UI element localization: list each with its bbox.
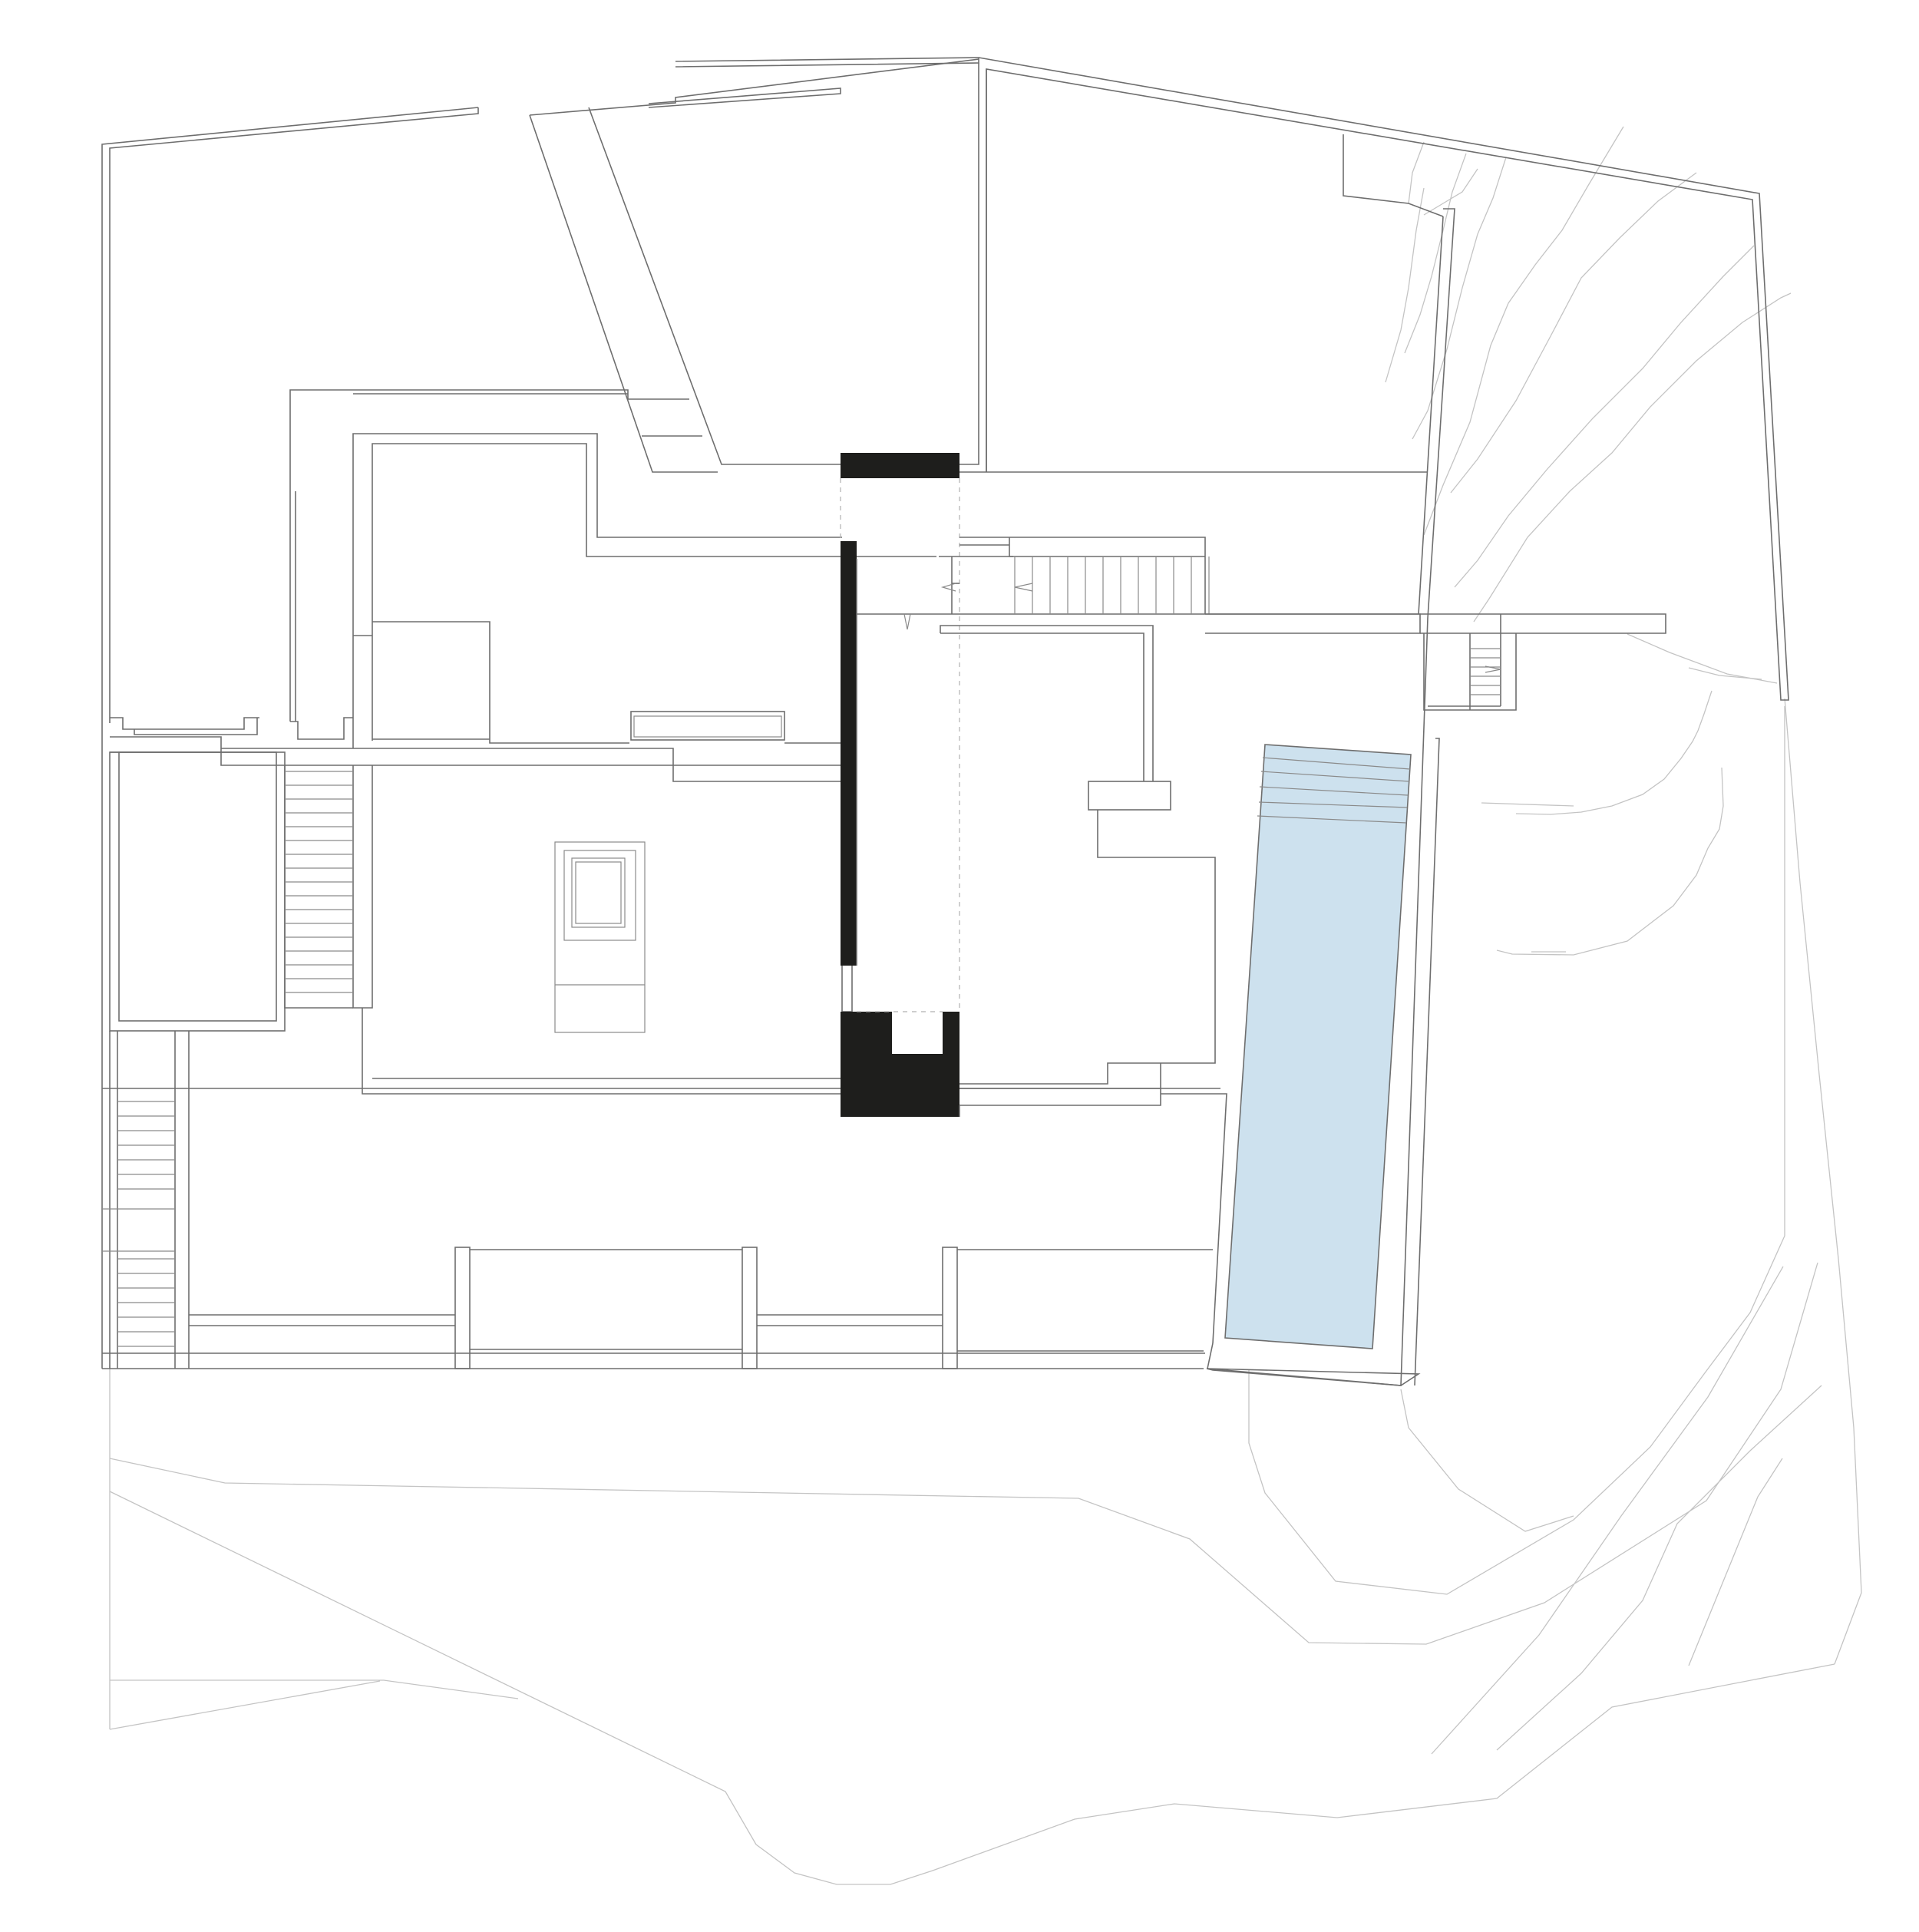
east-wing	[940, 625, 1227, 1344]
west-stair-treads	[285, 771, 353, 993]
west-wing	[110, 389, 842, 748]
spine-wall	[841, 541, 857, 966]
east-upper-stair	[857, 537, 1210, 614]
west-lower-stair-treads	[102, 1101, 175, 1347]
central-block	[110, 736, 841, 1095]
lower-terrace	[189, 1247, 1213, 1369]
upper-driveway	[529, 107, 1455, 619]
boundary-walls	[101, 57, 1789, 1369]
terrain-contours	[109, 126, 1862, 1885]
swimming-pool	[1206, 617, 1440, 1386]
east-stair-treads	[1014, 556, 1210, 614]
east-deck	[1205, 613, 1666, 711]
pool-water	[1224, 744, 1412, 1349]
spine-head-block	[841, 453, 959, 478]
deck-stair-treads	[1470, 648, 1501, 695]
west-stairs	[102, 751, 1220, 1369]
central-spine	[840, 453, 1420, 1117]
spine-foot-block	[841, 1012, 959, 1117]
